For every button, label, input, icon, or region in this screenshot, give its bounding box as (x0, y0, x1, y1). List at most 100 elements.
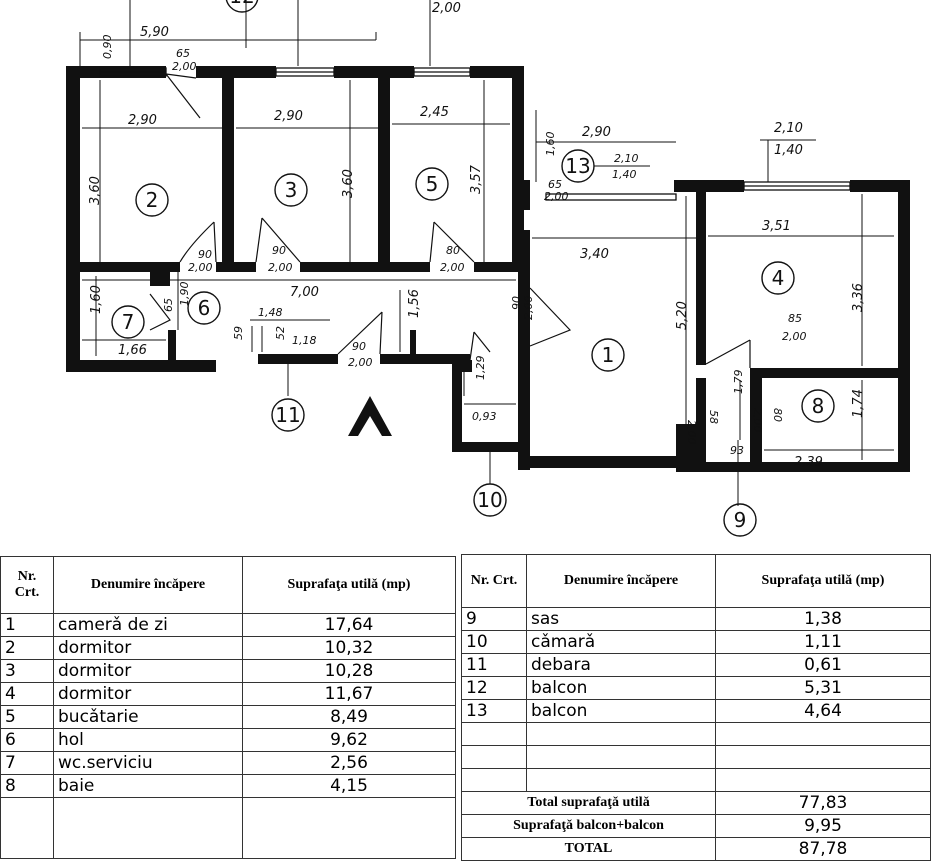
total-balcony-label: Suprafaţǎ balcon+balcon (461, 814, 716, 838)
dim-label: 3,57 (469, 164, 484, 194)
dim-label: 1,60 (544, 132, 557, 157)
table-header-row: Nr. Crt. Denumire încǎpere Suprafaţa uti… (0, 556, 456, 614)
table-row-empty (461, 722, 931, 746)
dim-label: 80 (446, 244, 460, 257)
dim-label: 0,93 (472, 410, 497, 423)
dim-label: 2,00 (172, 60, 197, 73)
dim-label: 1,56 (407, 289, 422, 318)
row-area: 0,61 (715, 653, 931, 677)
walls (66, 66, 910, 472)
total-useful-row: Total suprafaţǎ utilǎ 77,83 (461, 791, 931, 815)
dim-label: 65 (548, 178, 562, 191)
room-number: 6 (198, 296, 211, 320)
header-area: Suprafaţa utilǎ (mp) (242, 556, 456, 614)
table-row-empty (461, 768, 931, 792)
row-name: baie (53, 774, 243, 798)
header-nr: Nr. Crt. (0, 556, 54, 614)
row-area: 10,32 (242, 636, 456, 660)
room-number: 3 (285, 178, 298, 202)
dim-label: 2,90 (128, 113, 157, 128)
room-number: 8 (812, 394, 825, 418)
dim-label: 2,90 (582, 125, 611, 140)
dim-label: 2,00 (782, 330, 807, 343)
row-name: dormitor (53, 659, 243, 683)
row-nr: 7 (0, 751, 54, 775)
dim-label: 2,00 (440, 261, 465, 274)
dim-label: 2,00 (685, 420, 698, 445)
row-name: debara (526, 653, 716, 677)
total-balcony-value: 9,95 (715, 814, 931, 838)
dim-label: 52 (274, 326, 287, 340)
dim-label: 1,18 (292, 334, 317, 347)
dim-label: 2,45 (420, 105, 449, 120)
dimension-labels: 5,90 2,00 65 2,00 0,90 2,90 2,90 2,45 3,… (88, 1, 866, 470)
row-name: dormitor (53, 682, 243, 706)
wall-east-upper (512, 66, 524, 271)
row-nr: 5 (0, 705, 54, 729)
row-nr: 8 (0, 774, 54, 798)
dim-label: 2,00 (268, 261, 293, 274)
row-name: camerǎ de zi (53, 613, 243, 637)
dim-label: 85 (788, 312, 802, 325)
row-area: 5,31 (715, 676, 931, 700)
total-value: 87,78 (715, 837, 931, 861)
room-number: 4 (772, 266, 785, 290)
header-name: Denumire încǎpere (526, 554, 716, 608)
row-area: 8,49 (242, 705, 456, 729)
room-number: 11 (275, 403, 300, 427)
row-nr: 11 (461, 653, 527, 677)
row-area: 9,62 (242, 728, 456, 752)
row-nr: 9 (461, 607, 527, 631)
row-nr: 12 (461, 676, 527, 700)
header-area: Suprafaţa utilǎ (mp) (715, 554, 931, 608)
dim-label: 1,29 (474, 356, 487, 381)
rooms-table-right: Nr. Crt. Denumire încǎpere Suprafaţa uti… (461, 554, 931, 861)
dim-label: 2,00 (544, 190, 569, 203)
dim-label: 90 (198, 248, 212, 261)
dim-label: 2,10 (614, 152, 639, 165)
total-row: TOTAL 87,78 (461, 837, 931, 861)
row-nr: 13 (461, 699, 527, 723)
dim-label: 90 (352, 340, 366, 353)
dim-label: 1,79 (732, 370, 745, 395)
dim-label: 80 (771, 408, 784, 422)
dim-label: 2,00 (188, 261, 213, 274)
dim-label: 2,00 (522, 296, 535, 321)
dim-label: 1,40 (612, 168, 637, 181)
floor-plan: 1 2 3 4 5 6 7 8 9 10 11 12 13 5,90 2,00 … (66, 0, 910, 537)
row-area: 1,11 (715, 630, 931, 654)
room-number: 2 (146, 188, 159, 212)
row-name: bucǎtarie (53, 705, 243, 729)
table-header-row: Nr. Crt. Denumire încǎpere Suprafaţa uti… (461, 554, 931, 608)
table-row-empty (461, 745, 931, 769)
total-balcony-row: Suprafaţǎ balcon+balcon 9,95 (461, 814, 931, 838)
dim-label: 2,39 (794, 455, 823, 470)
room-number: 7 (122, 310, 135, 334)
dim-label: 1,90 (178, 282, 191, 307)
dim-label: 2,00 (432, 1, 461, 16)
dim-label: 2,10 (774, 121, 803, 136)
doors (149, 73, 751, 368)
dim-label: 0,90 (101, 35, 114, 60)
row-name: balcon (526, 699, 716, 723)
total-useful-label: Total suprafaţǎ utilǎ (461, 791, 716, 815)
row-nr: 4 (0, 682, 54, 706)
dim-label: 90 (510, 296, 523, 310)
header-nr: Nr. Crt. (461, 554, 527, 608)
room-number: 13 (565, 154, 590, 178)
room-number: 5 (426, 172, 439, 196)
room-number-circles (111, 0, 835, 537)
header-name: Denumire încǎpere (53, 556, 243, 614)
room-numbers: 1 2 3 4 5 6 7 8 9 10 11 12 13 (122, 0, 825, 532)
row-area: 17,64 (242, 613, 456, 637)
dim-label: 3,60 (88, 176, 103, 205)
rooms-table-left: Nr. Crt. Denumire încǎpere Suprafaţa uti… (0, 556, 456, 859)
